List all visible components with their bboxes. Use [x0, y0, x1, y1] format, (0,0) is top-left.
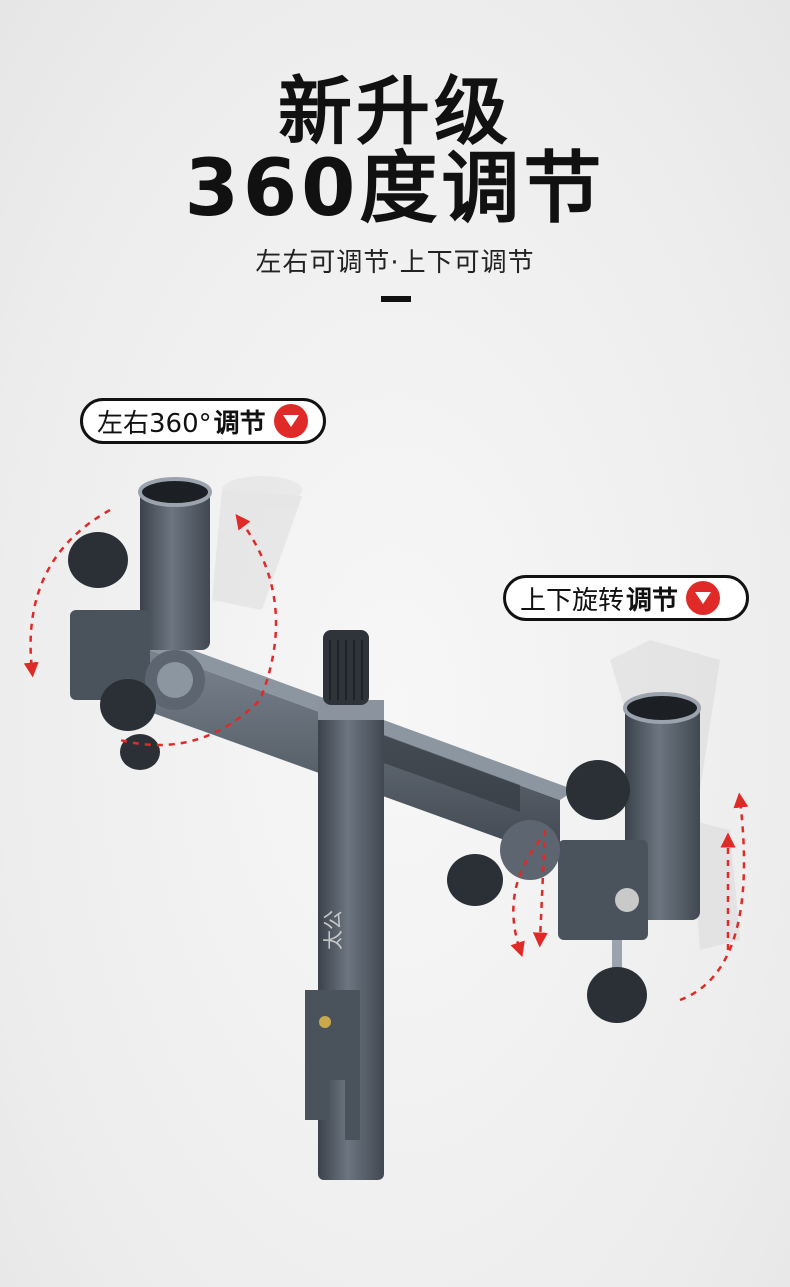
ghost-tube-left — [212, 476, 302, 610]
callout-right-bold: 调节 — [626, 585, 679, 616]
callout-up-down-rotate: 上下旋转 调节 — [503, 575, 749, 621]
callout-left-right-360: 左右360° 调节 — [80, 398, 326, 444]
callout-right-text: 上下旋转 — [520, 585, 625, 616]
left-rod-holder — [68, 477, 212, 770]
engraving-text: 太公 — [321, 910, 345, 950]
callout-left-text: 左右360° — [97, 408, 212, 439]
down-triangle-icon — [273, 404, 308, 438]
headline-line-2: 360度调节 — [184, 144, 606, 234]
callout-left-bold: 调节 — [213, 408, 266, 439]
title-divider — [381, 296, 411, 302]
headline-line-1: 新升级 — [278, 69, 512, 155]
right-rod-holder — [447, 692, 701, 1023]
rotation-arrow-right — [510, 792, 749, 1002]
vertical-post: 太公 — [305, 630, 384, 1180]
headline-subtitle: 左右可调节·上下可调节 — [255, 248, 535, 278]
rotation-arrow-left — [23, 508, 278, 747]
down-triangle-icon — [686, 581, 721, 615]
